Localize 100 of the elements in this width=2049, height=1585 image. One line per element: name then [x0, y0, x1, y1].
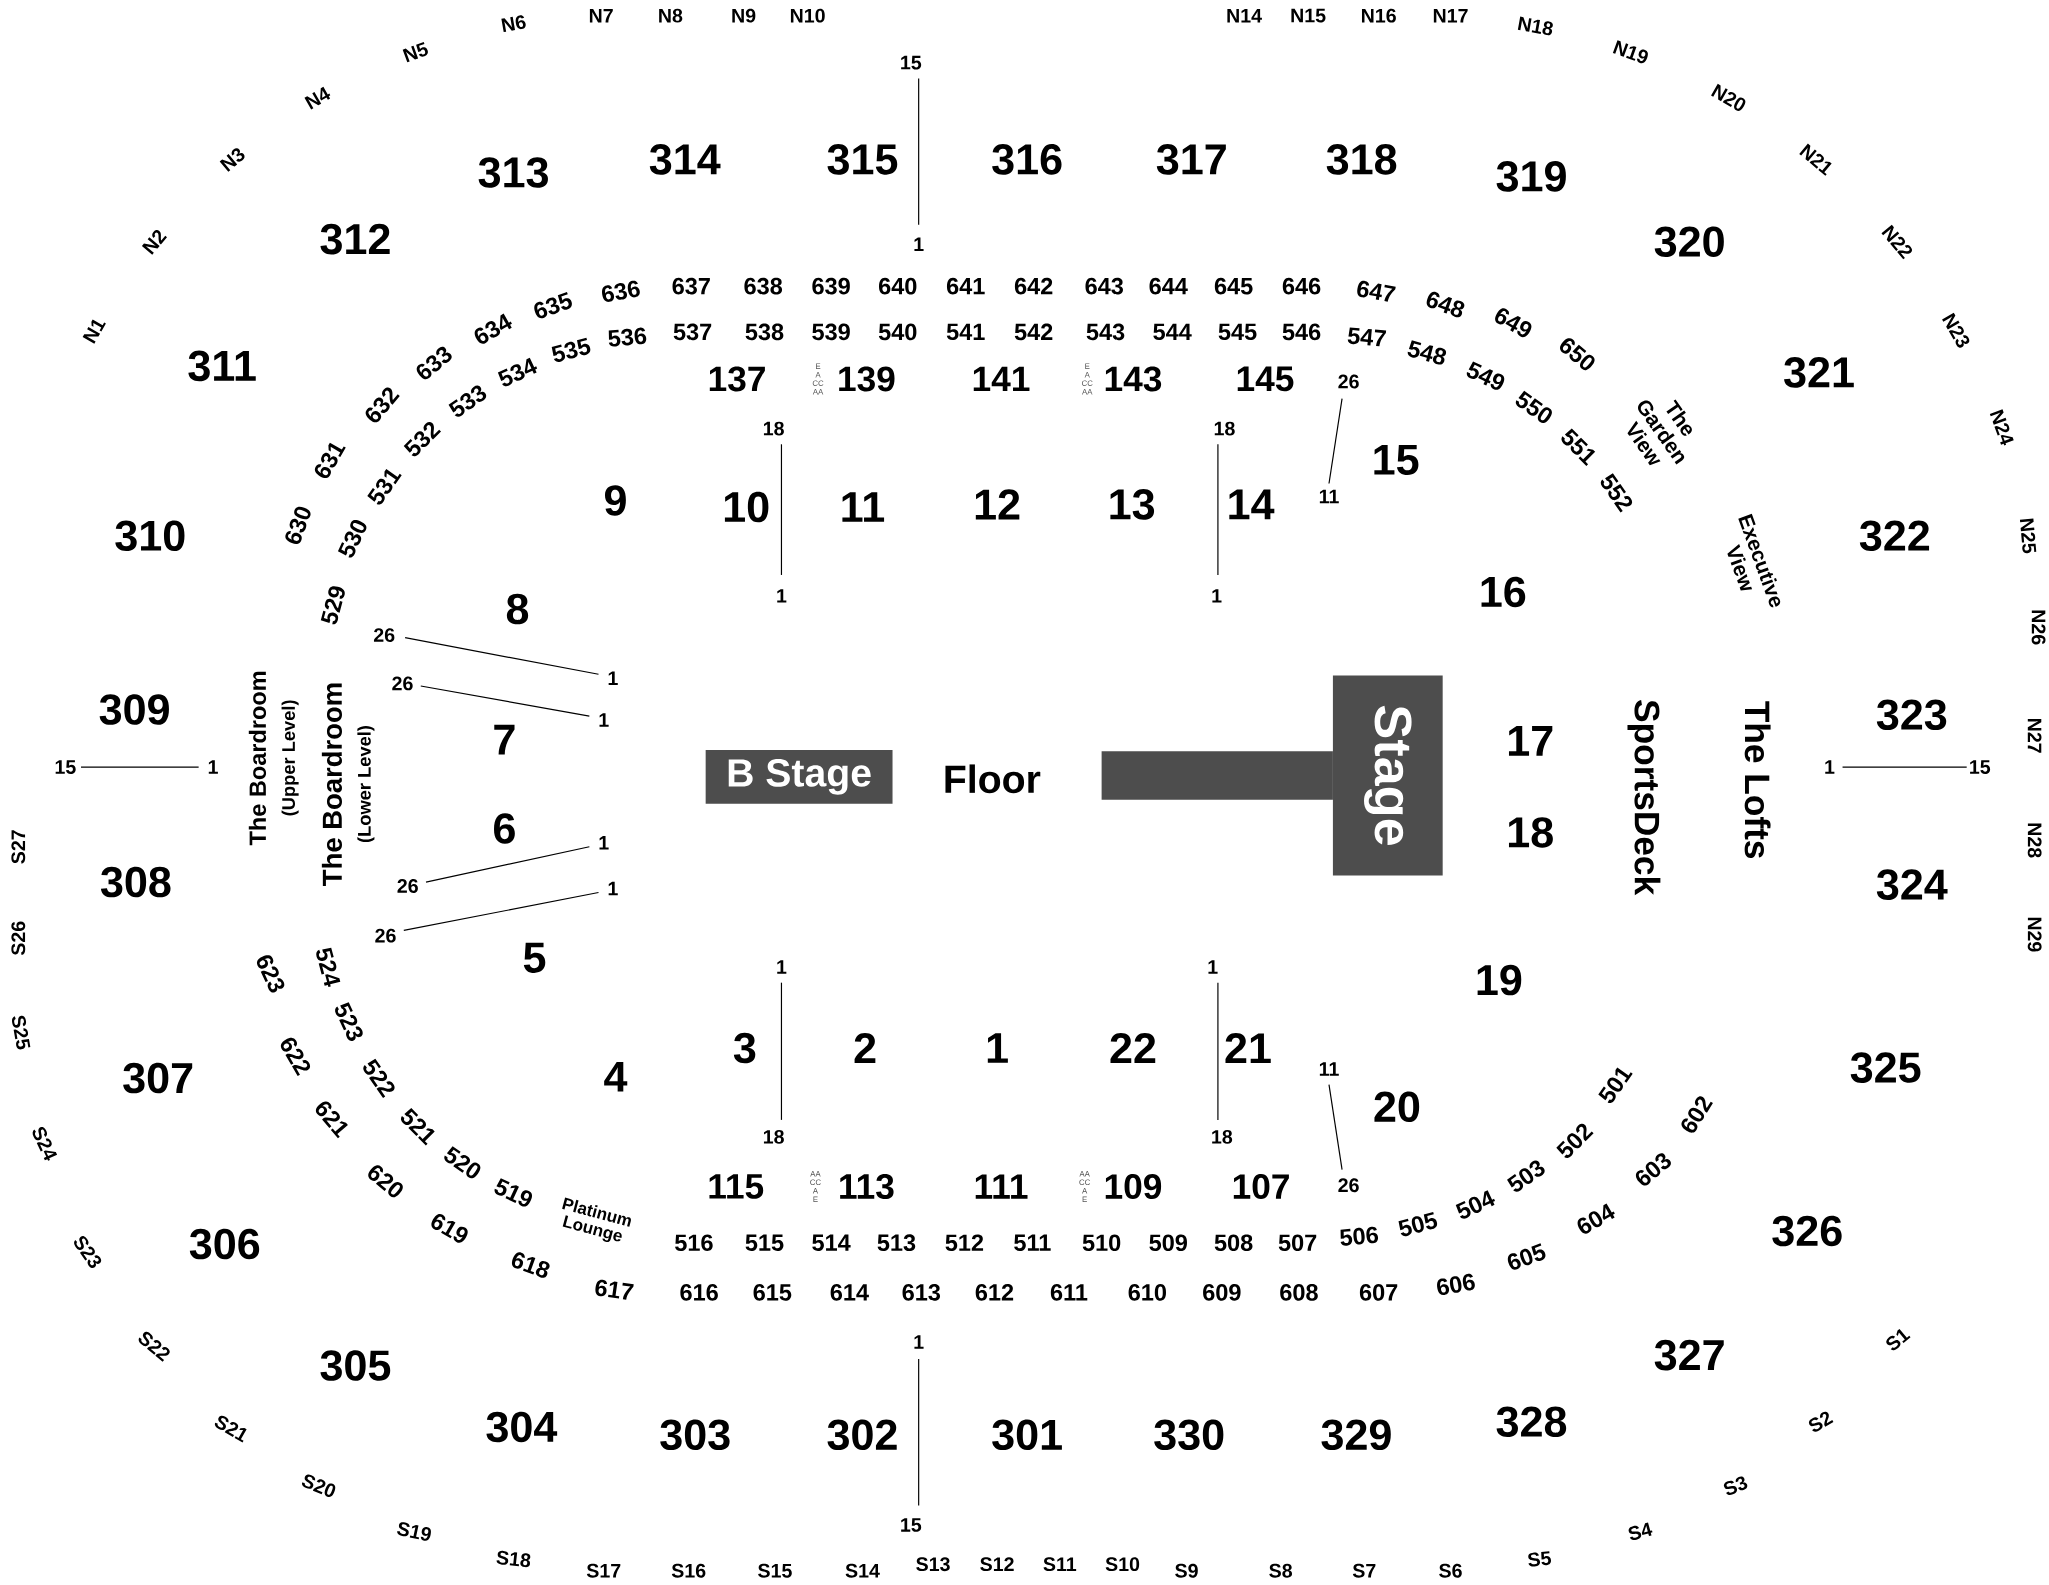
- section-number: 535: [551, 337, 591, 362]
- section-number: 309: [99, 694, 169, 725]
- area-label: The Lofts: [1744, 701, 1771, 858]
- sector-label: S18: [496, 1550, 531, 1568]
- section-number: 519: [494, 1178, 532, 1207]
- sector-label: S12: [980, 1557, 1014, 1572]
- section-number: 115: [709, 1174, 764, 1199]
- section-number: 523: [335, 1002, 363, 1041]
- section-number: 501: [1598, 1067, 1633, 1103]
- section-number: 618: [511, 1252, 550, 1278]
- section-number: 111: [975, 1174, 1028, 1199]
- section-number: 315: [827, 144, 898, 175]
- section-number: 610: [1128, 1284, 1166, 1301]
- section-number: 512: [945, 1234, 984, 1251]
- section-number: 612: [975, 1284, 1014, 1301]
- section-number: 8: [506, 593, 529, 625]
- sector-label: S8: [1269, 1563, 1292, 1578]
- section-number: 515: [745, 1234, 784, 1251]
- section-number: 318: [1326, 144, 1397, 175]
- section-number: 638: [744, 277, 783, 295]
- area-label: SportsDeck: [1627, 700, 1661, 896]
- row-number: 11: [1319, 1062, 1339, 1076]
- sector-label: S19: [397, 1522, 431, 1541]
- section-number: 520: [444, 1146, 481, 1179]
- section-number: 305: [320, 1350, 391, 1381]
- row-number: 1: [608, 671, 618, 685]
- section-number: 14: [1229, 489, 1275, 520]
- section-number: 326: [1772, 1215, 1842, 1247]
- section-number: 311: [188, 350, 256, 382]
- sector-label: N17: [1433, 8, 1468, 23]
- section-number: 642: [1014, 277, 1053, 295]
- row-number: 1: [599, 836, 609, 850]
- section-number: 15: [1374, 444, 1419, 475]
- section-number: 18: [1509, 817, 1553, 848]
- sector-label: N24: [1989, 409, 2014, 446]
- sector-label: S17: [586, 1563, 621, 1578]
- section-number: 541: [946, 323, 985, 341]
- sector-label: N1: [82, 319, 106, 344]
- section-number: 633: [416, 346, 452, 380]
- section-number: 547: [1347, 327, 1387, 347]
- sector-label: N27: [2027, 719, 2042, 753]
- section-number: 1: [987, 1033, 1008, 1063]
- section-number: 303: [660, 1419, 730, 1451]
- row-number: 26: [373, 628, 395, 642]
- section-number: 137: [709, 366, 765, 392]
- section-number: 328: [1496, 1406, 1567, 1437]
- section-number: 506: [1340, 1226, 1379, 1246]
- sector-label: S23: [74, 1236, 102, 1268]
- section-number: 602: [1681, 1096, 1713, 1133]
- section-number: 548: [1407, 340, 1447, 365]
- section-number: 145: [1237, 366, 1294, 392]
- sector-label: N28: [2027, 823, 2042, 858]
- section-number: 505: [1398, 1211, 1438, 1237]
- section-number: 321: [1784, 357, 1854, 388]
- row-number: 1: [777, 589, 787, 603]
- sector-label: N20: [1711, 83, 1746, 111]
- sector-label: S24: [32, 1126, 58, 1161]
- sector-label: N8: [659, 8, 683, 23]
- section-number: 634: [474, 313, 512, 344]
- section-number: 545: [1218, 323, 1257, 341]
- row-number: 1: [208, 760, 218, 774]
- section-number: 513: [877, 1234, 916, 1251]
- section-number: 522: [363, 1058, 395, 1098]
- row-number: 1: [1212, 589, 1222, 603]
- sector-label: S5: [1528, 1551, 1551, 1567]
- section-number: 12: [975, 489, 1020, 520]
- section-number: 143: [1105, 366, 1162, 392]
- section-number: 316: [992, 144, 1062, 175]
- section-number: 603: [1635, 1153, 1671, 1186]
- sector-label: N10: [790, 8, 825, 23]
- section-number: 509: [1149, 1234, 1187, 1251]
- section-number: 113: [840, 1173, 894, 1199]
- section-number: 22: [1110, 1032, 1156, 1063]
- row-number: 26: [1338, 374, 1359, 389]
- section-number: 3: [733, 1032, 756, 1064]
- sector-label: S1: [1886, 1328, 1911, 1351]
- section-number: 324: [1876, 869, 1948, 900]
- section-number: 516: [675, 1234, 713, 1251]
- section-number: 2: [854, 1032, 876, 1063]
- sector-label: S4: [1628, 1522, 1653, 1540]
- sector-label: S25: [12, 1015, 31, 1050]
- section-number: 107: [1233, 1174, 1289, 1199]
- section-number: 632: [365, 387, 400, 423]
- section-number: 537: [673, 323, 712, 341]
- section-number: 10: [724, 491, 769, 523]
- row-number: 1: [1208, 960, 1218, 974]
- section-number: 648: [1426, 291, 1465, 318]
- section-number: 7: [494, 724, 515, 755]
- row-number: 1: [914, 237, 924, 252]
- sector-label: S13: [916, 1557, 950, 1572]
- section-number: 521: [400, 1108, 435, 1146]
- row-number: 18: [1212, 1129, 1233, 1144]
- section-number: 533: [448, 385, 487, 417]
- sector-label: N18: [1517, 16, 1553, 36]
- section-number: 536: [608, 327, 647, 347]
- section-number: 314: [649, 144, 721, 175]
- section-number: 631: [314, 442, 346, 479]
- sector-label: N26: [2031, 610, 2046, 645]
- section-number: 11: [842, 492, 885, 522]
- section-number: 604: [1577, 1203, 1615, 1234]
